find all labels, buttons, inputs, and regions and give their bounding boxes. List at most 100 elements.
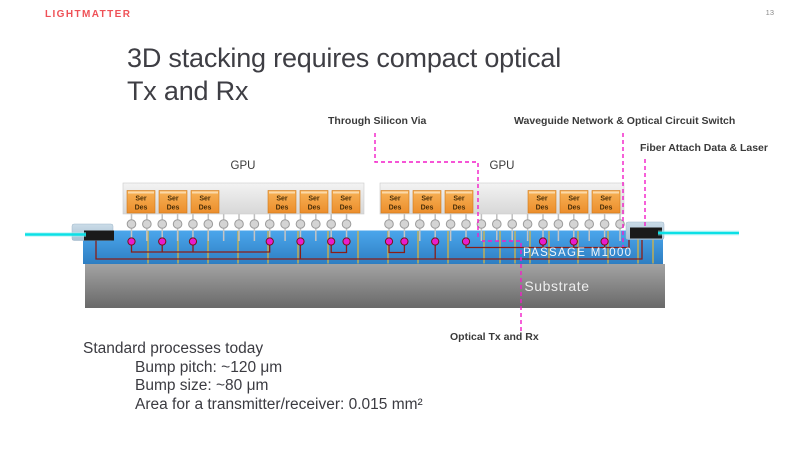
slide-title: 3D stacking requires compact optical Tx … — [127, 42, 627, 108]
micro-bump — [264, 219, 275, 229]
fiber-connector-left — [84, 230, 114, 241]
serdes-block-highlight — [561, 191, 587, 194]
serdes-block-highlight — [192, 191, 218, 194]
serdes-label-line2: Des — [600, 205, 613, 212]
serdes-label-line1: Ser — [568, 196, 580, 203]
optical-txrx-dot — [188, 237, 198, 246]
serdes-label-line1: Ser — [536, 196, 548, 203]
micro-bump — [142, 219, 152, 229]
fiber-connector-right — [630, 227, 662, 239]
serdes-block — [444, 190, 474, 214]
note-area: Area for a transmitter/receiver: 0.015 m… — [135, 395, 423, 413]
label-through-silicon-via: Through Silicon Via — [328, 115, 427, 127]
optical-txrx-dot — [461, 237, 471, 246]
serdes-label-line2: Des — [308, 205, 321, 212]
micro-bump — [311, 219, 321, 229]
routing-u1 — [330, 242, 348, 254]
notes-block: Standard processes today Bump pitch: ~12… — [83, 340, 423, 414]
micro-bump — [399, 219, 410, 229]
serdes-block — [591, 190, 621, 214]
substrate-label: Substrate — [524, 278, 590, 294]
serdes-block-highlight — [414, 191, 440, 194]
serdes-block — [190, 190, 220, 214]
optical-txrx-dot — [538, 237, 548, 246]
label-optical-tx-rx: Optical Tx and Rx — [450, 331, 539, 343]
micro-bump — [522, 219, 533, 229]
routing-u2 — [388, 242, 406, 254]
micro-bump — [507, 219, 518, 229]
micro-bump — [584, 219, 595, 229]
serdes-block — [299, 190, 329, 214]
serdes-label-line2: Des — [421, 205, 434, 212]
optical-txrx-dot — [342, 237, 351, 246]
serdes-block-highlight — [160, 191, 186, 194]
optical-txrx-dot — [400, 237, 409, 246]
serdes-block — [380, 190, 410, 214]
routing-traces — [95, 240, 643, 260]
serdes-label-line2: Des — [389, 205, 402, 212]
optical-txrx-dot — [600, 237, 609, 246]
serdes-block-highlight — [333, 191, 359, 194]
serdes-block — [527, 190, 557, 214]
leader-through-silicon-via — [374, 133, 479, 238]
optical-txrx-dot — [431, 237, 440, 246]
optical-txrx-dot — [158, 237, 167, 246]
micro-bump — [203, 219, 214, 229]
serdes-label-line2: Des — [453, 205, 466, 212]
lightmatter-logo: LIGHTMATTER — [45, 9, 132, 20]
micro-bump — [218, 219, 229, 229]
note-bump-size: Bump size: ~80 μm — [135, 377, 269, 394]
optical-txrx-dot — [384, 237, 394, 246]
serdes-label-line2: Des — [135, 205, 148, 212]
optical-txrx-dots — [127, 237, 609, 246]
serdes-label-line2: Des — [536, 205, 549, 212]
micro-bump — [172, 219, 183, 229]
optical-txrx-dot — [327, 237, 336, 246]
optical-txrx-dot — [127, 237, 136, 246]
serdes-label-line2: Des — [568, 205, 581, 212]
serdes-label-line1: Ser — [421, 196, 433, 203]
serdes-label-line2: Des — [199, 205, 212, 212]
slide-title-line2: Tx and Rx — [127, 76, 249, 106]
serdes-label-line1: Ser — [308, 196, 320, 203]
micro-bump — [326, 219, 336, 229]
serdes-label-line1: Ser — [167, 196, 179, 203]
substrate-layer — [85, 264, 665, 308]
optical-txrx-dot — [265, 237, 274, 246]
micro-bump — [569, 219, 579, 229]
passage-m1000-label: PASSAGE M1000 — [523, 247, 633, 259]
serdes-block-highlight — [446, 191, 472, 194]
serdes-block-highlight — [529, 191, 555, 194]
serdes-label-line1: Ser — [340, 196, 352, 203]
micro-bump — [615, 219, 625, 229]
optical-txrx-dot — [296, 237, 305, 246]
annotation-leaders — [374, 133, 646, 331]
micro-bumps — [126, 219, 625, 229]
micro-bump — [492, 219, 502, 229]
leader-optical-txrx — [482, 240, 522, 331]
serdes-label-line2: Des — [167, 205, 180, 212]
routing-outer-bus — [95, 240, 643, 260]
label-waveguide-network: Waveguide Network & Optical Circuit Swit… — [514, 115, 736, 127]
micro-bump — [476, 219, 487, 229]
micro-bump — [599, 219, 610, 229]
micro-bump — [445, 219, 456, 229]
fiber-lines — [25, 230, 739, 237]
micro-bump — [384, 219, 394, 229]
serdes-label-line2: Des — [340, 205, 353, 212]
serdes-label-line1: Ser — [199, 196, 211, 203]
micro-bump — [126, 219, 137, 229]
slide-title-line1: 3D stacking requires compact optical — [127, 43, 562, 73]
serdes-block — [559, 190, 589, 214]
micro-bump — [538, 219, 548, 229]
micro-bump — [157, 219, 168, 229]
serdes-block — [267, 190, 297, 214]
label-fiber-attach: Fiber Attach Data & Laser — [640, 142, 768, 154]
micro-bump — [553, 219, 564, 229]
serdes-block — [158, 190, 188, 214]
micro-bump — [430, 219, 441, 229]
serdes-block — [126, 190, 156, 214]
serdes-block-highlight — [593, 191, 619, 194]
